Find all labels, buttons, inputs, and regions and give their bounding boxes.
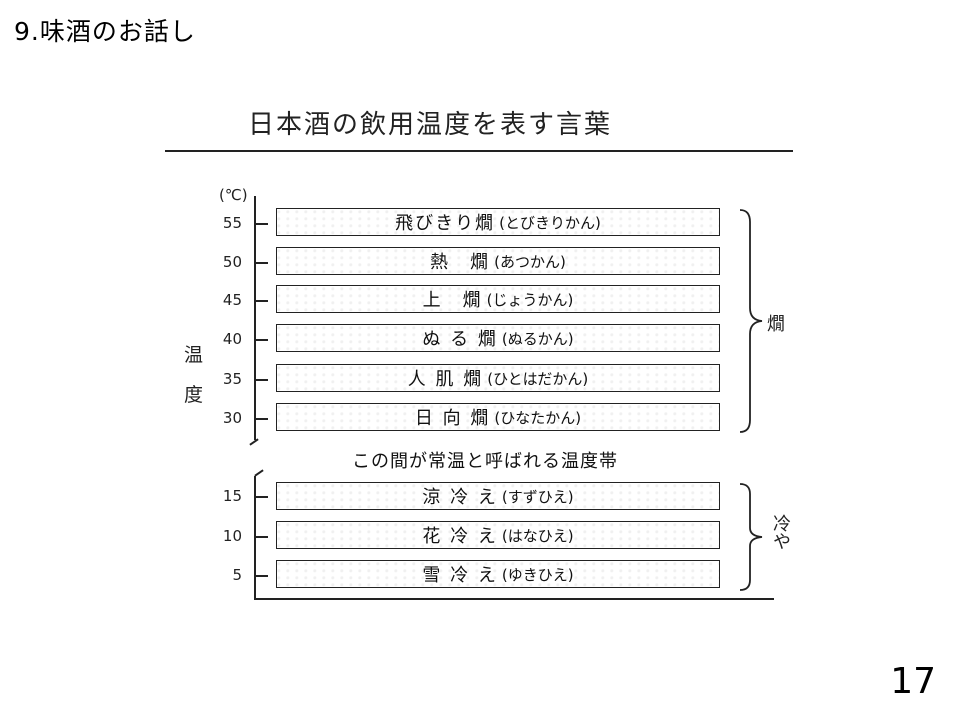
axis-line-lower: [254, 476, 256, 600]
temperature-band: 涼 冷 え (すずひえ): [276, 482, 720, 510]
temperature-band: 花 冷 え (はなひえ): [276, 521, 720, 549]
room-temperature-note: この間が常温と呼ばれる温度帯: [352, 451, 618, 472]
band-reading: (ゆきひえ): [501, 565, 574, 584]
warm-group-brace: [739, 209, 763, 433]
band-name: 飛びきり燗: [395, 213, 496, 234]
title-underline: [165, 150, 793, 152]
tick-mark: [254, 262, 268, 264]
band-name: 人 肌 燗: [407, 369, 484, 390]
tick-mark: [254, 379, 268, 381]
tick-label: 35: [222, 370, 242, 388]
band-reading: (じょうかん): [486, 290, 574, 309]
warm-group-label: 燗: [767, 314, 785, 335]
band-name: 花 冷 え: [422, 526, 498, 547]
band-reading: (あつかん): [494, 252, 566, 271]
axis-break-upper: [249, 438, 259, 446]
band-reading: (とびきりかん): [499, 213, 601, 232]
cold-group-label: 冷や: [770, 514, 791, 550]
tick-mark: [254, 223, 268, 225]
band-name: ぬ る 燗: [422, 329, 498, 350]
tick-label: 50: [222, 253, 242, 271]
band-reading: (ひとはだかん): [487, 369, 589, 388]
slide-title: 9.味酒のお話し: [14, 17, 196, 46]
bottom-baseline: [254, 598, 774, 600]
temperature-band: 日 向 燗 (ひなたかん): [276, 403, 720, 431]
tick-label: 40: [222, 330, 242, 348]
tick-mark: [254, 418, 268, 420]
band-name: 雪 冷 え: [422, 565, 498, 586]
temperature-band: ぬ る 燗 (ぬるかん): [276, 324, 720, 352]
temperature-band: 人 肌 燗 (ひとはだかん): [276, 364, 720, 392]
band-reading: (ぬるかん): [501, 329, 574, 348]
tick-label: 10: [222, 527, 242, 545]
band-name: 日 向 燗: [414, 408, 491, 429]
band-reading: (はなひえ): [501, 526, 574, 545]
band-name: 熱 燗: [430, 252, 491, 273]
cold-group-brace: [739, 483, 763, 591]
axis-label-char-2: 度: [184, 384, 204, 406]
band-name: 涼 冷 え: [422, 487, 498, 508]
temperature-band: 熱 燗 (あつかん): [276, 247, 720, 275]
temperature-band: 上 燗 (じょうかん): [276, 285, 720, 313]
band-reading: (ひなたかん): [494, 408, 582, 427]
band-reading: (すずひえ): [501, 487, 574, 506]
temperature-band: 飛びきり燗 (とびきりかん): [276, 208, 720, 236]
figure-title: 日本酒の飲用温度を表す言葉: [248, 110, 613, 140]
axis-label-char-1: 温: [184, 344, 204, 366]
unit-label: (℃): [219, 186, 248, 204]
tick-label: 5: [232, 566, 242, 584]
tick-mark: [254, 575, 268, 577]
temperature-band: 雪 冷 え (ゆきひえ): [276, 560, 720, 588]
tick-mark: [254, 536, 268, 538]
tick-mark: [254, 300, 268, 302]
tick-label: 30: [222, 409, 242, 427]
axis-line-upper: [254, 196, 256, 440]
tick-mark: [254, 339, 268, 341]
page-number: 17: [890, 661, 936, 702]
tick-label: 55: [222, 214, 242, 232]
tick-mark: [254, 496, 268, 498]
tick-label: 45: [222, 291, 242, 309]
tick-label: 15: [222, 487, 242, 505]
band-name: 上 燗: [422, 290, 483, 311]
